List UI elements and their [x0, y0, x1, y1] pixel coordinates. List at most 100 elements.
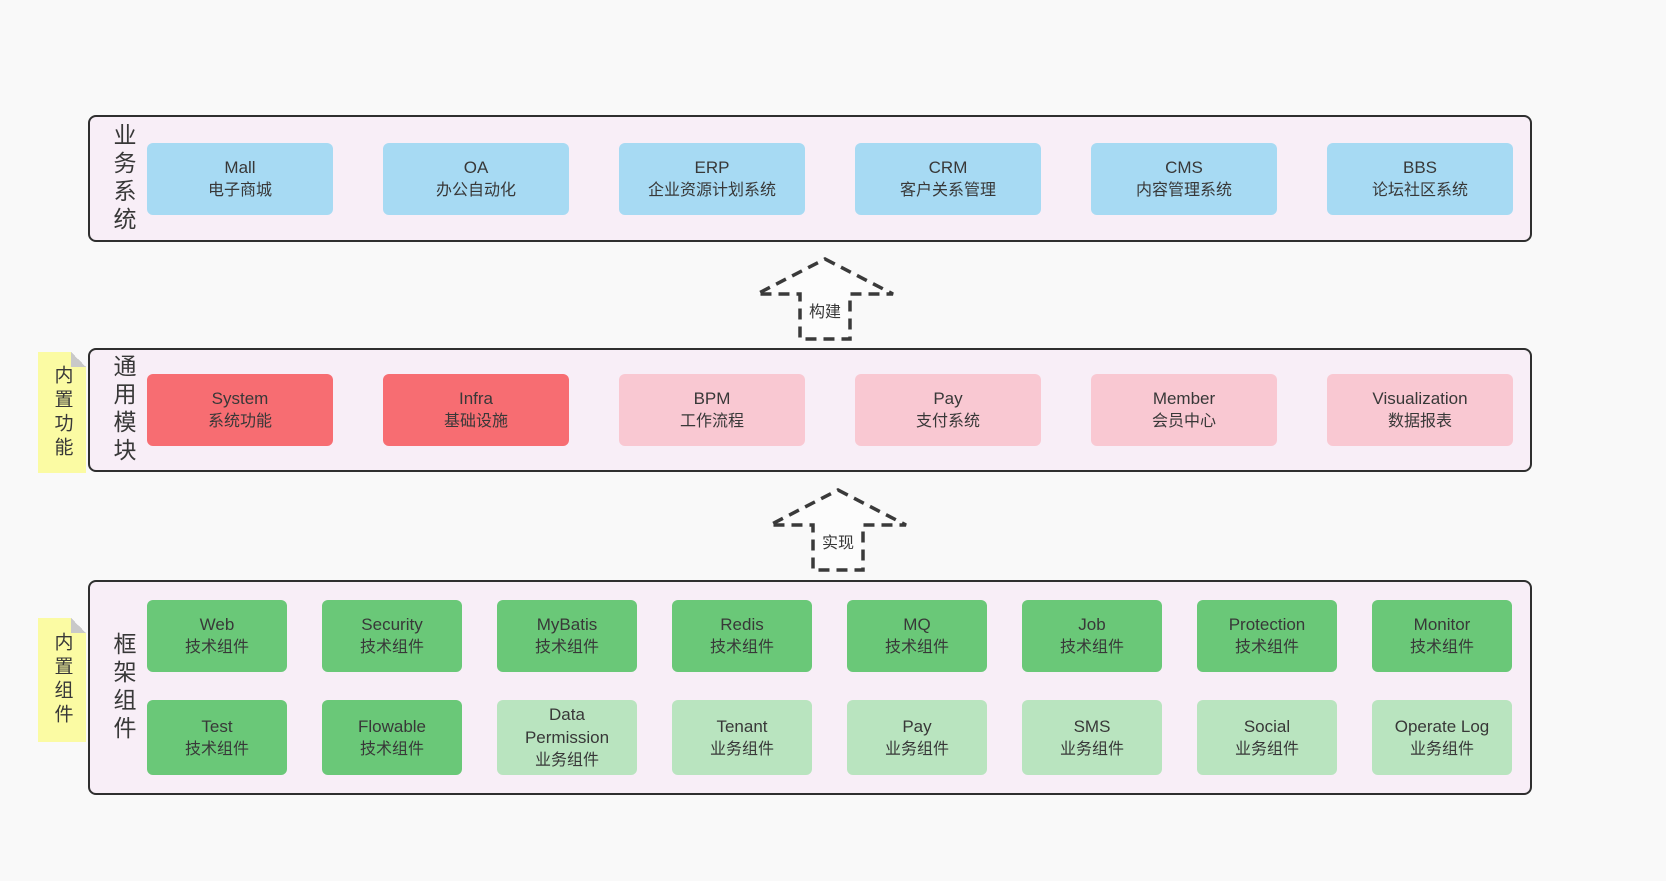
box-subtitle: 业务组件 [1234, 740, 1299, 758]
component-box-protection: Protection 技术组件 [1197, 600, 1337, 672]
box-subtitle: 技术组件 [709, 639, 774, 656]
box-title: Security [361, 615, 423, 634]
box-title: Mall [224, 157, 256, 177]
system-box-cms: CMS 内容管理系统 [1091, 142, 1277, 215]
box-row: Web 技术组件 Security 技术组件 MyBatis 技术组件 Redi… [147, 600, 1520, 672]
box-subtitle: 系统功能 [207, 413, 272, 430]
box-subtitle: 技术组件 [534, 639, 599, 656]
module-box-member: Member 会员中心 [1091, 374, 1277, 446]
box-title: BBS [1402, 157, 1438, 177]
box-title: SMS [1073, 716, 1111, 736]
band-business-systems-boxes: Mall 电子商城 OA 办公自动化 ERP 企业资源计划系统 CRM 客户关系… [147, 117, 1520, 240]
module-box-pay: Pay 支付系统 [855, 374, 1041, 446]
component-box-social: Social 业务组件 [1197, 700, 1337, 775]
component-box-flowable: Flowable 技术组件 [322, 700, 462, 775]
module-box-infra: Infra 基础设施 [383, 374, 569, 446]
box-subtitle: 电子商城 [207, 181, 272, 199]
box-title: Redis [720, 615, 764, 634]
component-box-tenant: Tenant 业务组件 [672, 700, 812, 775]
system-box-mall: Mall 电子商城 [147, 142, 333, 215]
box-title: ERP [694, 157, 730, 177]
box-subtitle: 技术组件 [1234, 639, 1299, 656]
component-box-operate-log: Operate Log 业务组件 [1372, 700, 1512, 775]
system-box-oa: OA 办公自动化 [383, 142, 569, 215]
band-business-systems-label: 业务系统 [110, 122, 136, 235]
box-subtitle: 会员中心 [1151, 413, 1216, 430]
sticky-fold-corner [71, 352, 86, 367]
sticky-note-built-in-components: 内置组件 [38, 618, 86, 742]
box-row: System 系统功能 Infra 基础设施 BPM 工作流程 Pay 支付系统… [147, 374, 1520, 446]
box-title: MyBatis [536, 615, 598, 634]
box-subtitle: 业务组件 [709, 740, 774, 758]
sticky-note-label: 内置组件 [51, 632, 73, 728]
box-title: Flowable [357, 716, 427, 736]
band-framework-components: 框架组件 Web 技术组件 Security 技术组件 MyBatis 技术组件… [88, 580, 1532, 795]
box-subtitle: 支付系统 [915, 413, 980, 430]
box-subtitle: 办公自动化 [435, 181, 516, 199]
box-subtitle: 数据报表 [1387, 413, 1452, 430]
component-box-pay: Pay 业务组件 [847, 700, 987, 775]
box-subtitle: 业务组件 [884, 740, 949, 758]
module-box-visualization: Visualization 数据报表 [1327, 374, 1513, 446]
component-box-data-permission: Data Permission 业务组件 [497, 700, 637, 775]
box-title: Job [1078, 615, 1106, 634]
box-title: OA [463, 157, 489, 177]
box-subtitle: 技术组件 [359, 740, 424, 758]
component-box-web: Web 技术组件 [147, 600, 287, 672]
box-title: Pay [933, 389, 963, 408]
system-box-bbs: BBS 论坛社区系统 [1327, 142, 1513, 215]
box-subtitle: 技术组件 [884, 639, 949, 656]
box-subtitle: 技术组件 [359, 639, 424, 656]
build-arrow-label: 构建 [805, 297, 845, 323]
component-box-security: Security 技术组件 [322, 600, 462, 672]
box-title: Monitor [1413, 615, 1471, 634]
band-framework-components-label: 框架组件 [110, 631, 136, 744]
component-box-job: Job 技术组件 [1022, 600, 1162, 672]
box-title: System [211, 389, 269, 408]
component-box-monitor: Monitor 技术组件 [1372, 600, 1512, 672]
box-title: BPM [693, 389, 731, 408]
box-title: CRM [928, 157, 968, 177]
box-subtitle: 工作流程 [679, 413, 744, 430]
box-title: Data Permission [524, 705, 610, 747]
box-title: Test [201, 716, 233, 736]
box-title: Visualization [1372, 389, 1468, 408]
box-title: Web [199, 615, 235, 634]
box-title: MQ [903, 615, 931, 634]
band-framework-components-boxes: Web 技术组件 Security 技术组件 MyBatis 技术组件 Redi… [147, 582, 1520, 793]
implement-arrow: 实现 [768, 488, 908, 572]
box-title: Pay [902, 716, 932, 736]
box-title: Infra [458, 389, 494, 408]
box-subtitle: 业务组件 [1059, 740, 1124, 758]
implement-arrow-label: 实现 [818, 528, 858, 554]
component-box-mq: MQ 技术组件 [847, 600, 987, 672]
box-title: CMS [1165, 157, 1203, 177]
module-box-bpm: BPM 工作流程 [619, 374, 805, 446]
band-business-systems: 业务系统 Mall 电子商城 OA 办公自动化 ERP 企业资源计划系统 CRM… [88, 115, 1532, 242]
box-subtitle: 技术组件 [1409, 639, 1474, 656]
box-subtitle: 内容管理系统 [1135, 181, 1232, 199]
box-subtitle: 业务组件 [1409, 740, 1474, 758]
box-subtitle: 技术组件 [184, 639, 249, 656]
system-box-erp: ERP 企业资源计划系统 [619, 142, 805, 215]
box-row: Mall 电子商城 OA 办公自动化 ERP 企业资源计划系统 CRM 客户关系… [147, 142, 1520, 215]
sticky-fold-corner [71, 618, 86, 633]
box-subtitle: 基础设施 [443, 413, 508, 430]
box-subtitle: 企业资源计划系统 [647, 181, 776, 199]
box-title: Operate Log [1394, 716, 1490, 736]
component-box-redis: Redis 技术组件 [672, 600, 812, 672]
system-box-crm: CRM 客户关系管理 [855, 142, 1041, 215]
box-subtitle: 客户关系管理 [899, 181, 996, 199]
box-title: Tenant [716, 716, 768, 736]
box-title: Social [1243, 716, 1291, 736]
sticky-note-built-in-features: 内置功能 [38, 352, 86, 473]
component-box-sms: SMS 业务组件 [1022, 700, 1162, 775]
box-subtitle: 论坛社区系统 [1371, 181, 1468, 199]
build-arrow: 构建 [755, 257, 895, 341]
component-box-mybatis: MyBatis 技术组件 [497, 600, 637, 672]
box-title: Protection [1228, 615, 1306, 634]
box-subtitle: 技术组件 [1059, 639, 1124, 656]
box-title: Member [1152, 389, 1216, 408]
component-box-test: Test 技术组件 [147, 700, 287, 775]
